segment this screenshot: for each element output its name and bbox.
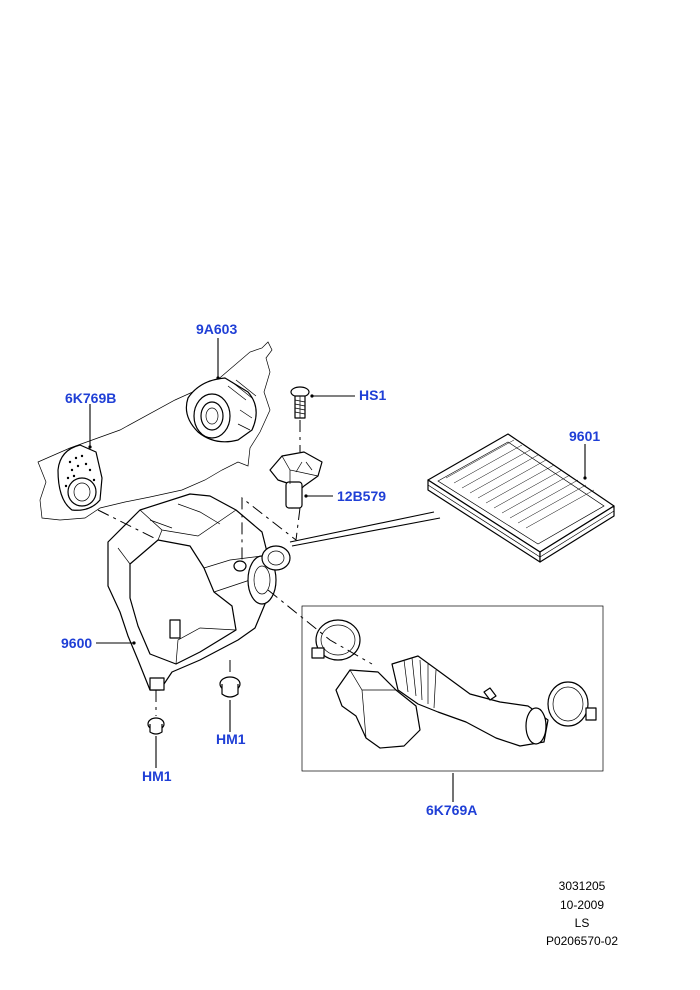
part-hm1-grommet-left: [147, 717, 165, 735]
part-hm1-grommet-right: [219, 676, 241, 698]
callout-12b579: 12B579: [337, 488, 386, 504]
leader-lines: [88, 338, 587, 802]
part-9a603-resonator: [185, 377, 257, 443]
footer-code: 3031205: [558, 879, 606, 893]
outlet-group-box: [301, 605, 604, 772]
callout-hm1-right: HM1: [216, 731, 246, 747]
part-12b579-sensor: [269, 451, 323, 509]
mounting-panel-outline: [37, 341, 273, 521]
callout-hm1-left: HM1: [142, 768, 172, 784]
part-9600-housing: [107, 493, 291, 691]
callout-9601: 9601: [569, 428, 600, 444]
footer-model: LS: [574, 916, 590, 930]
footer-date: 10-2009: [559, 898, 605, 912]
part-6k769b-inlet: [57, 444, 103, 511]
callout-6k769a: 6K769A: [426, 802, 477, 818]
part-hs1-screw: [290, 386, 310, 419]
part-9601-filter: [427, 433, 615, 563]
part-6k769a-outlet-group: [301, 605, 604, 772]
inlet-perforation: [64, 454, 96, 488]
filter-insert-lines: [289, 511, 441, 547]
filter-pleats: [445, 439, 595, 529]
callout-hs1: HS1: [359, 387, 386, 403]
footer-illustration-number: P0206570-02: [545, 934, 619, 948]
callout-6k769b: 6K769B: [65, 390, 116, 406]
callout-9a603: 9A603: [196, 321, 237, 337]
assembly-center-lines: [97, 420, 373, 716]
callout-9600: 9600: [61, 635, 92, 651]
